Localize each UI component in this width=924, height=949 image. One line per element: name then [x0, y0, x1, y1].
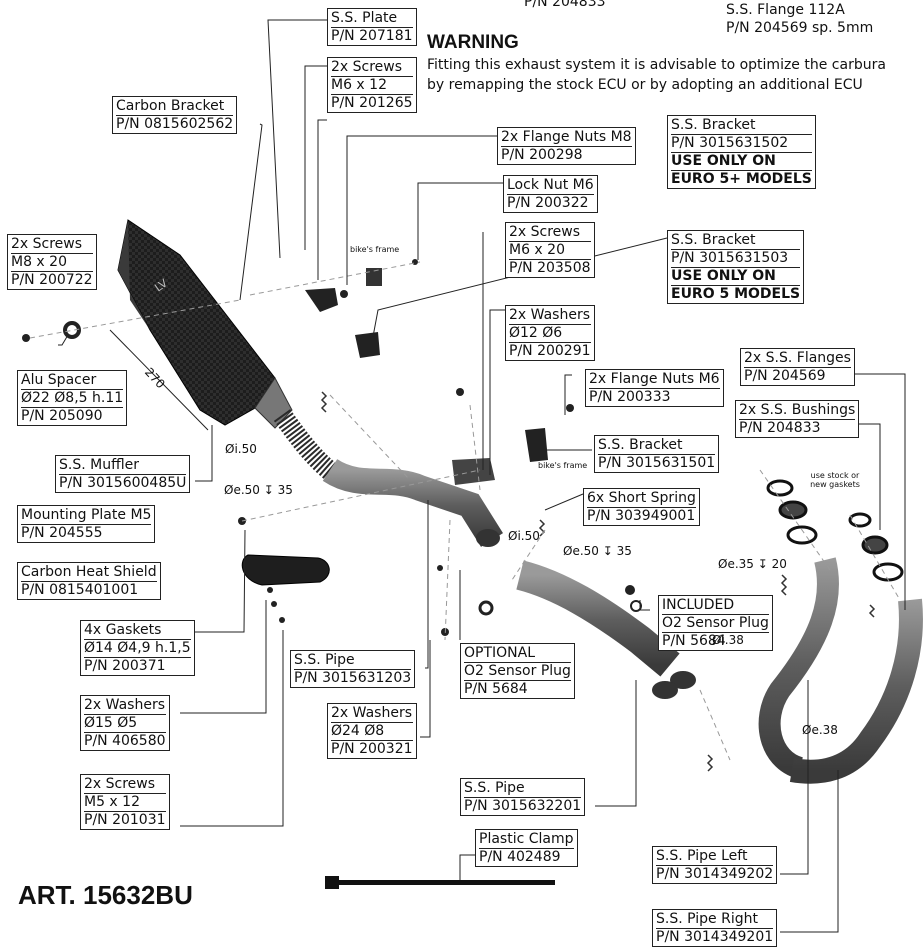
heat-shield	[241, 554, 330, 586]
warning-title: WARNING	[427, 32, 519, 53]
dim-e50-muffler: Øe.50 ↧ 35	[224, 483, 293, 497]
warning-line-1: Fitting this exhaust system it is advisa…	[427, 57, 886, 73]
header-pipes	[758, 557, 923, 784]
plastic-clamp	[325, 876, 555, 889]
dim-i50-muffler: Øi.50	[225, 442, 257, 456]
dim-e35: Øe.35 ↧ 20	[718, 557, 787, 571]
bikes-frame-note-2: bike's frame	[538, 461, 588, 470]
top-pn-text: P/N 204833	[524, 0, 606, 10]
mid-pipe	[516, 560, 696, 699]
warning-line-2: by remapping the stock ECU or by adoptin…	[427, 77, 863, 93]
muffler: LV	[117, 219, 293, 429]
link-pipe	[273, 409, 504, 547]
dim-e50-link: Øe.50 ↧ 35	[563, 544, 632, 558]
dim-i38: Øi.38	[712, 633, 744, 647]
assembly-lines	[29, 261, 901, 761]
flange-pn-text: P/N 204569 sp. 5mm	[726, 20, 874, 36]
dim-i50-link: Øi.50	[508, 529, 540, 543]
brackets	[305, 268, 548, 485]
hardware	[22, 259, 642, 636]
bikes-frame-note-1: bike's frame	[350, 245, 400, 254]
dimension-270	[109, 329, 209, 431]
article-number: ART. 15632BU	[18, 880, 193, 910]
flange-title-text: S.S. Flange 112A	[726, 2, 845, 18]
use-stock-note: use stock or new gaskets	[810, 471, 860, 489]
dim-e38: Øe.38	[802, 723, 838, 737]
